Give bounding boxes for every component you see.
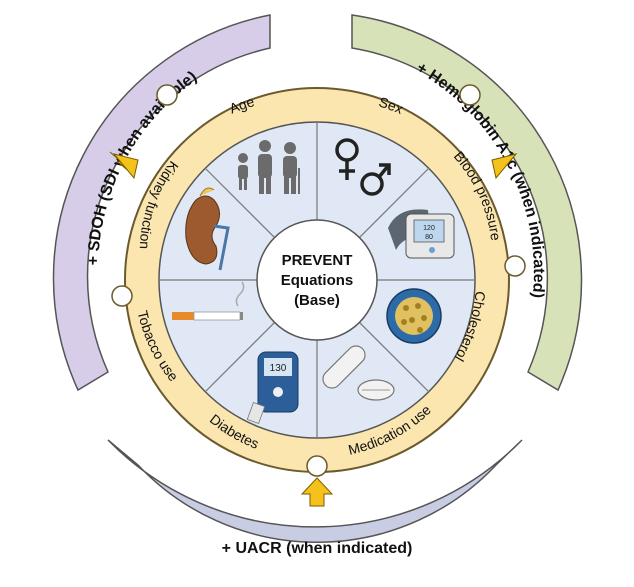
glucometer-icon: 130 — [246, 351, 299, 425]
pills-icon — [322, 345, 395, 401]
blood-pressure-monitor-icon: 120 80 — [388, 209, 455, 259]
uacr-band — [107, 439, 523, 543]
center-circle — [256, 219, 378, 341]
sex-symbols-icon — [335, 138, 391, 196]
center-line-2: Equations — [281, 272, 354, 289]
svg-text:80: 80 — [425, 234, 433, 241]
cigarette-icon — [172, 281, 245, 321]
center-line-3: (Base) — [294, 292, 340, 309]
factor-sex: Sex — [377, 94, 406, 117]
center-line-1: PREVENT — [282, 252, 353, 269]
kidney-icon — [185, 187, 230, 271]
cholesterol-particle-icon — [386, 288, 442, 344]
family-icon — [238, 140, 300, 194]
arrow-left-icon — [109, 151, 139, 180]
glucometer-reading: 130 — [270, 363, 287, 374]
arrow-right-icon — [491, 153, 518, 180]
arrow-up-icon — [300, 477, 334, 507]
uacr-label: + UACR (when indicated) — [222, 540, 413, 557]
svg-text:120: 120 — [423, 225, 435, 232]
